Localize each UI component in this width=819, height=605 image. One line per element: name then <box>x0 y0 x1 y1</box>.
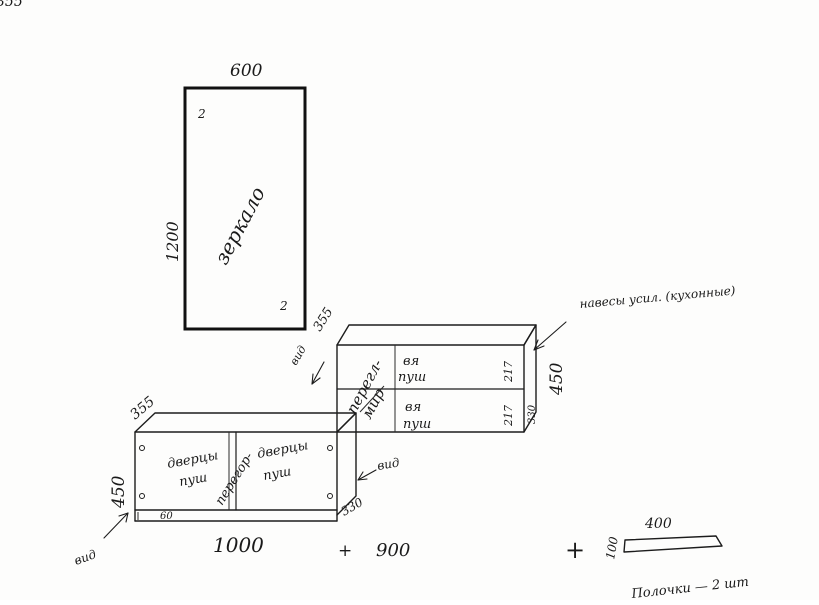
upper-drawer-top-label-2: пуш <box>398 370 426 385</box>
upper-cabinet: 355 450 вя пуш вя пуш 217 217 330 перегл… <box>287 283 736 433</box>
bottom-view-arrowhead <box>118 512 129 523</box>
lower-depth-label: 355 <box>127 394 158 423</box>
lower-cabinet-top <box>134 412 357 433</box>
upper-view-arrow <box>311 361 325 385</box>
upper-drawer-top-dim: 217 <box>502 361 515 383</box>
shelf-length-label: 400 <box>644 516 672 532</box>
corner-number: 355 <box>0 0 23 10</box>
lower-side-dim: 330 <box>339 495 366 519</box>
width-upper-label: 900 <box>376 540 410 561</box>
width-plus-1: + <box>338 541 352 561</box>
upper-height-label: 450 <box>547 362 567 396</box>
door-pin-top-right <box>327 445 333 451</box>
hinge-arrowhead <box>533 339 545 351</box>
hinge-note-arrow <box>533 321 567 351</box>
lower-door-right-label-2: пуш <box>262 464 292 484</box>
door-pin-bottom-left <box>139 493 145 499</box>
mirror-label: зеркало <box>209 183 270 269</box>
upper-view-label: вид <box>287 343 309 367</box>
upper-drawer-bottom-label-1: вя <box>405 400 421 415</box>
width-lower-label: 1000 <box>213 533 264 557</box>
upper-drawer-bottom-dim: 217 <box>502 405 515 427</box>
lower-door-left-label-2: пуш <box>178 470 208 490</box>
lower-view-arrowhead <box>357 471 368 481</box>
lower-cabinet-side <box>336 412 357 516</box>
bottom-view-label: вид <box>72 547 98 568</box>
mirror-frame <box>183 86 307 331</box>
upper-side-dim: 330 <box>527 404 538 424</box>
mirror-corner-mark-top: 2 <box>197 107 206 121</box>
lower-view-arrow <box>357 469 377 481</box>
mirror-width-label: 600 <box>230 61 263 81</box>
shelf-thickness-label: 100 <box>603 535 621 560</box>
upper-drawer-bottom-label-2: пуш <box>403 417 431 432</box>
upper-drawer-top-label-1: вя <box>403 354 419 369</box>
shelf-piece-outline <box>623 535 723 553</box>
upper-view-arrowhead <box>311 373 321 385</box>
lower-partition-label: перегор- <box>213 450 257 508</box>
width-plus-2: + <box>565 536 585 564</box>
mirror-height-label: 1200 <box>163 221 182 262</box>
mirror: 600 1200 зеркало 2 2 <box>163 61 307 331</box>
bottom-view-arrow <box>103 512 129 539</box>
lower-view-label: вид <box>376 455 401 473</box>
lower-height-label: 450 <box>109 475 129 509</box>
door-pin-bottom-right <box>327 493 333 499</box>
lower-door-left-label-1: дверцы <box>166 448 219 472</box>
upper-cabinet-top <box>336 324 537 346</box>
door-pin-top-left <box>139 445 145 451</box>
lower-door-right-label-1: дверцы <box>256 438 309 462</box>
upper-shelf-strike <box>359 385 385 413</box>
upper-cabinet-side <box>523 324 537 433</box>
hinge-note: навесы усил. (кухонные) <box>579 283 736 311</box>
mirror-corner-mark-bottom: 2 <box>279 299 288 313</box>
lower-leg-label: 60 <box>160 511 173 522</box>
shelves-footnote: Полочки — 2 шт <box>630 575 750 600</box>
shelf-piece: 400 100 <box>603 516 723 561</box>
upper-depth-label: 355 <box>311 305 337 334</box>
